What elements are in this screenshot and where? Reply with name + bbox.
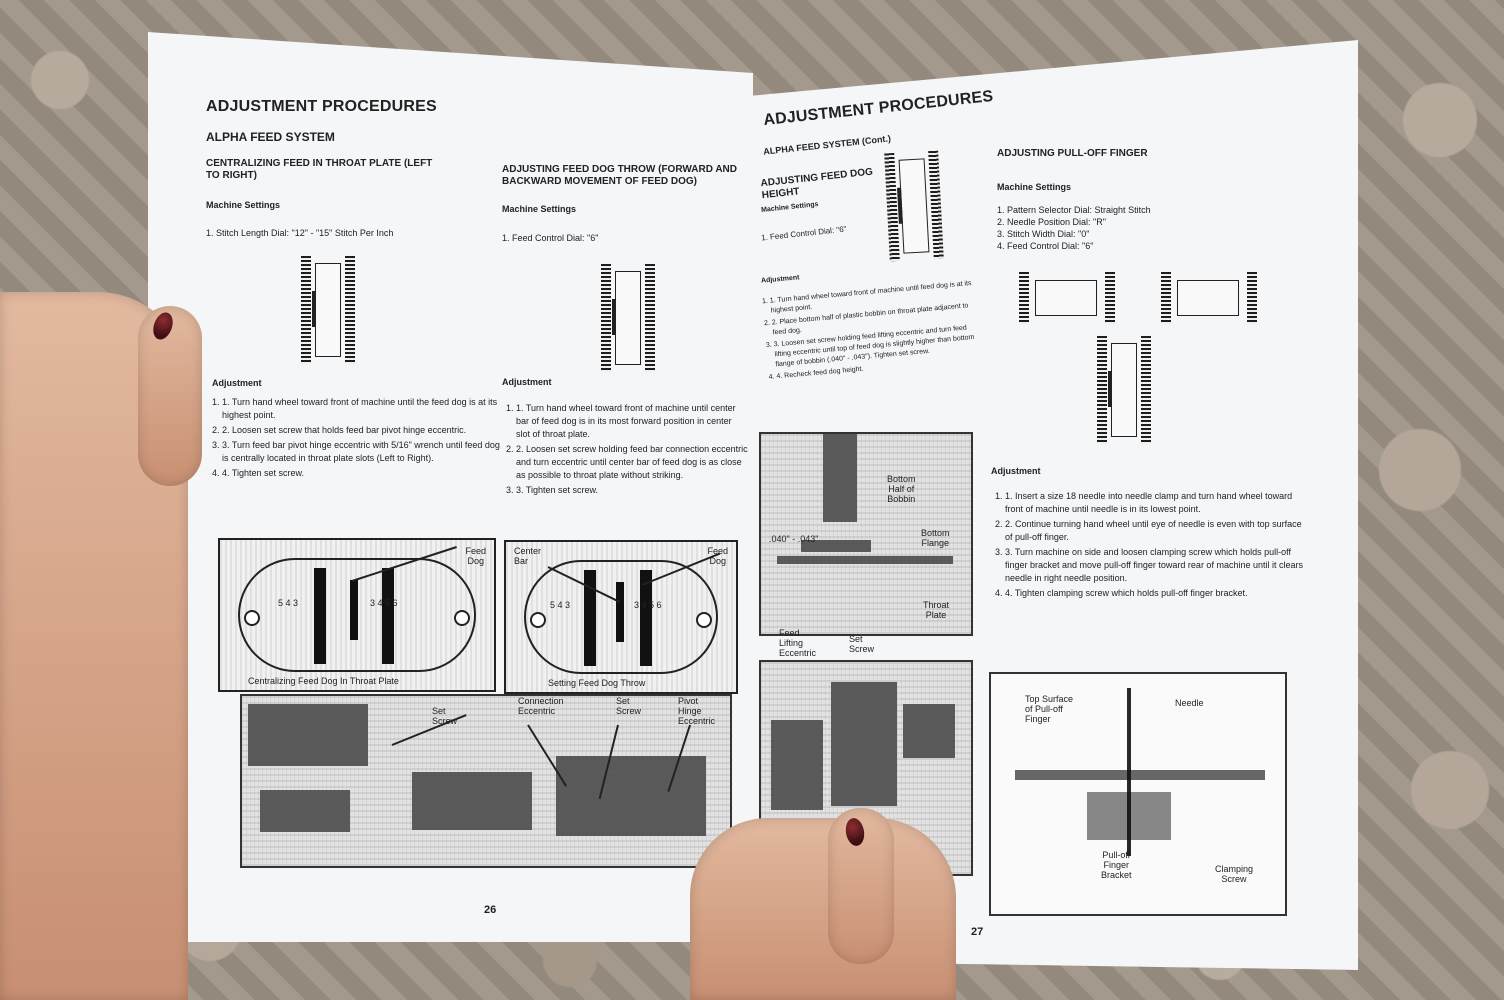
left-col2-step-3: 3. Tighten set screw. xyxy=(516,484,748,497)
left-col1-step-4: 4. Tighten set screw. xyxy=(222,467,502,480)
figure1-numbers-left: 5 4 3 xyxy=(278,598,299,608)
left-col1-settings-label: Machine Settings xyxy=(206,200,281,210)
left-col2-heading-line2: BACKWARD MOVEMENT OF FEED DOG) xyxy=(502,176,697,187)
left-col2-heading: ADJUSTING FEED DOG THROW (FORWARD AND BA… xyxy=(502,164,738,188)
right-feed-control-dial-2 xyxy=(1097,336,1151,444)
right-feed-control-dial xyxy=(884,151,944,262)
right-setting-3: 3. Stitch Width Dial: "0" xyxy=(997,229,1090,239)
bottom-half-label: Bottom Half of Bobbin xyxy=(887,474,916,504)
left-col1-step-1: 1. Turn hand wheel toward front of machi… xyxy=(222,396,502,422)
right-col1-heading: ADJUSTING FEED DOG HEIGHT xyxy=(760,166,874,202)
left-col2-steps: 1. Turn hand wheel toward front of machi… xyxy=(504,402,748,499)
right-page-number: 27 xyxy=(971,926,984,938)
right-setting-4: 4. Feed Control Dial: "6" xyxy=(997,241,1094,251)
left-page-title: ADJUSTMENT PROCEDURES xyxy=(206,98,437,115)
left-col1-heading-line2: TO RIGHT) xyxy=(206,170,257,181)
left-col2-step-2: 2. Loosen set screw holding feed bar con… xyxy=(516,443,748,482)
right-page-title: ADJUSTMENT PROCEDURES xyxy=(762,87,995,130)
right-col1-adjustment-label: Adjustment xyxy=(760,274,800,285)
left-col2-settings-label: Machine Settings xyxy=(502,204,577,214)
right-setting-2: 2. Needle Position Dial: "R" xyxy=(997,217,1106,227)
throat-plate-figure-2: Center Bar Feed Dog 5 4 3 3 4 5 6 Settin… xyxy=(504,540,738,694)
right-col2-step-3: 3. Turn machine on side and loosen clamp… xyxy=(1005,546,1307,585)
figure2-feed-dog-label: Feed Dog xyxy=(707,546,728,566)
left-col1-adjustment-label: Adjustment xyxy=(212,378,262,388)
right-col1-steps: 1. Turn hand wheel toward front of machi… xyxy=(758,279,983,386)
left-col1-step-3: 3. Turn feed bar pivot hinge eccentric w… xyxy=(222,439,502,465)
left-col2-setting-1: 1. Feed Control Dial: "6" xyxy=(502,233,599,243)
right-col2-step-1: 1. Insert a size 18 needle into needle c… xyxy=(1005,490,1307,516)
left-col2-adjustment-label: Adjustment xyxy=(502,377,552,387)
left-col2-step-1: 1. Turn hand wheel toward front of machi… xyxy=(516,402,748,441)
right-col2-steps: 1. Insert a size 18 needle into needle c… xyxy=(993,490,1307,602)
right-col1-setting-1: 1. Feed Control Dial: "6" xyxy=(760,224,847,243)
feed-dog-height-figure: Bottom Half of Bobbin Bottom Flange .040… xyxy=(759,432,973,636)
figure2-caption: Setting Feed Dog Throw xyxy=(548,678,646,688)
left-col1-steps: 1. Turn hand wheel toward front of machi… xyxy=(210,396,502,482)
right-col2-heading: ADJUSTING PULL-OFF FINGER xyxy=(997,148,1148,159)
right-col2-settings: 1. Pattern Selector Dial: Straight Stitc… xyxy=(997,204,1217,252)
figure2-numbers-left: 5 4 3 xyxy=(550,600,571,610)
figure1-numbers-right: 3 4 5 6 xyxy=(370,598,398,608)
pattern-selector-dial xyxy=(1019,272,1115,324)
figure3-set-screw-left: Set Screw xyxy=(432,706,458,726)
pull-off-finger-figure: Top Surface of Pull-off Finger Needle Pu… xyxy=(989,672,1287,916)
right-col2-adjustment-label: Adjustment xyxy=(991,466,1041,476)
figure2-center-bar-label: Center Bar xyxy=(514,546,542,566)
top-surface-label: Top Surface of Pull-off Finger xyxy=(1025,694,1074,724)
right-col2-step-4: 4. Tighten clamping screw which holds pu… xyxy=(1005,587,1307,600)
set-screw-label: Set Screw xyxy=(849,634,875,654)
right-page-section: ALPHA FEED SYSTEM (Cont.) xyxy=(762,133,892,157)
figure3-pivot-hinge: Pivot Hinge Eccentric xyxy=(678,696,716,726)
left-thumb xyxy=(138,306,202,486)
right-setting-1: 1. Pattern Selector Dial: Straight Stitc… xyxy=(997,205,1151,215)
figure2-numbers-right: 3 4 5 6 xyxy=(634,600,662,610)
right-col2-settings-label: Machine Settings xyxy=(997,182,1072,192)
bottom-flange-label: Bottom Flange xyxy=(921,528,950,548)
feed-lifting-label: Feed Lifting Eccentric xyxy=(779,628,817,658)
right-col1-settings-label: Machine Settings xyxy=(760,201,819,214)
stitch-length-dial xyxy=(301,256,355,364)
figure1-feed-dog-label: Feed Dog xyxy=(465,546,486,566)
manual-book: ADJUSTMENT PROCEDURES ALPHA FEED SYSTEM … xyxy=(148,22,1358,970)
feed-control-dial xyxy=(601,264,655,372)
figure3-set-screw-right: Set Screw xyxy=(616,696,642,716)
left-page: ADJUSTMENT PROCEDURES ALPHA FEED SYSTEM … xyxy=(148,32,753,942)
needle-label: Needle xyxy=(1175,698,1204,708)
left-col1-heading: CENTRALIZING FEED IN THROAT PLATE (LEFT … xyxy=(206,158,482,182)
left-col2-heading-line1: ADJUSTING FEED DOG THROW (FORWARD AND xyxy=(502,164,737,175)
measurement-label: .040" - .043" xyxy=(769,534,819,544)
left-page-number: 26 xyxy=(484,904,497,916)
right-col2-step-2: 2. Continue turning hand wheel until eye… xyxy=(1005,518,1307,544)
figure3-connection-eccentric: Connection Eccentric xyxy=(518,696,564,716)
right-hand xyxy=(690,818,956,1000)
right-page: ADJUSTMENT PROCEDURES ALPHA FEED SYSTEM … xyxy=(751,40,1358,970)
clamping-screw-label: Clamping Screw xyxy=(1215,864,1254,884)
figure1-caption: Centralizing Feed Dog In Throat Plate xyxy=(248,676,399,686)
left-col1-setting-1: 1. Stitch Length Dial: "12" - "15" Stitc… xyxy=(206,228,394,238)
left-page-section: ALPHA FEED SYSTEM xyxy=(206,130,335,144)
left-col1-heading-line1: CENTRALIZING FEED IN THROAT PLATE (LEFT xyxy=(206,158,433,169)
throat-plate-label: Throat Plate xyxy=(923,600,950,620)
throat-plate-figure-1: 5 4 3 3 4 5 6 Feed Dog Centralizing Feed… xyxy=(218,538,496,692)
left-col1-step-2: 2. Loosen set screw that holds feed bar … xyxy=(222,424,502,437)
pull-off-bracket-label: Pull-off Finger Bracket xyxy=(1101,850,1132,880)
stitch-width-dial xyxy=(1161,272,1257,324)
feed-mechanism-figure: Set Screw Connection Eccentric Set Screw… xyxy=(240,694,732,868)
